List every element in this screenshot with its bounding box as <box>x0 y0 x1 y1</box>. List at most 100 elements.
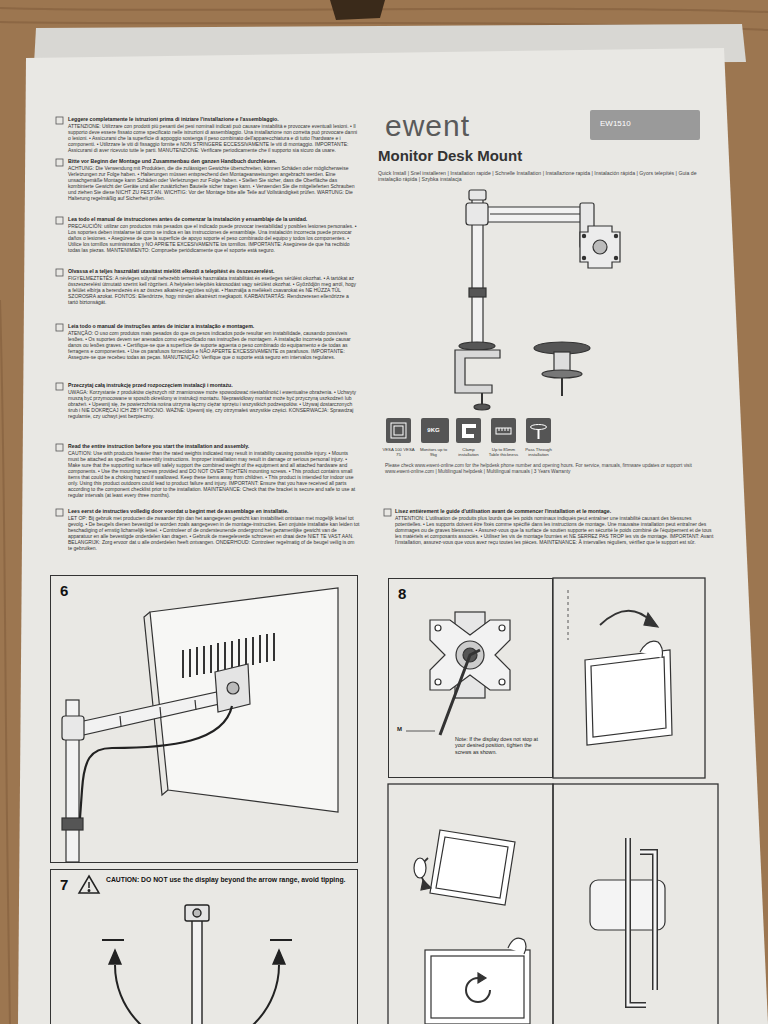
icon-caption: VESA 100 VESA 75 <box>382 447 415 457</box>
grommet-glyph <box>531 425 547 430</box>
monitor <box>425 950 530 1024</box>
rotate-panel <box>388 784 553 1024</box>
tilt-panel <box>553 578 705 778</box>
vesa-plate <box>185 905 209 921</box>
hole <box>582 234 585 237</box>
section-icon <box>56 383 63 390</box>
body-text: UWAGA: Korzystanie z produktów cięższych… <box>68 389 360 419</box>
arrowhead <box>273 950 285 964</box>
arm <box>79 690 228 736</box>
clamp-glyph <box>462 424 476 438</box>
caution-text: CAUTION: DO NOT use the display beyond t… <box>106 876 346 884</box>
body-text: PRECAUCIÓN: utilizar con productos más p… <box>68 223 360 253</box>
hex-key <box>640 852 655 990</box>
step-number: 8 <box>398 585 418 603</box>
step-panel: 6 <box>50 575 358 863</box>
section-icon <box>56 217 63 224</box>
section-heading: Lisez entièrement le guide d'utilisation… <box>395 508 715 514</box>
hole <box>582 256 585 259</box>
part-letter: M <box>397 726 409 733</box>
section-heading: Olvassa el a teljes használati utasítást… <box>68 268 360 274</box>
screen <box>431 956 524 1018</box>
body-text: ATENÇÃO: O uso com produtos mais pesados… <box>68 330 360 360</box>
screen <box>591 657 666 737</box>
section-heading: Read the entire instruction before you s… <box>68 443 360 449</box>
cable <box>80 706 232 818</box>
tools-figure <box>590 838 665 1005</box>
rotation-arc <box>115 965 279 1024</box>
plate-joint <box>193 909 201 917</box>
wood-grain <box>0 8 768 12</box>
wood-grain <box>0 300 10 1024</box>
body-text: ACHTUNG: Die Verwendung mit Produkten, d… <box>68 165 360 201</box>
clamp-knob <box>474 404 490 410</box>
arm-line <box>490 213 580 214</box>
pass-through-icon <box>526 418 551 443</box>
plate-joint <box>593 240 607 254</box>
step-panel: 7 CAUTION: DO NOT use the display beyond … <box>50 869 358 1024</box>
brand-logo: ewent <box>385 108 555 144</box>
section-heading: Lea todo el manual de instrucciones ante… <box>68 216 360 222</box>
plate-joint <box>227 682 239 694</box>
vesa-icon <box>386 418 411 443</box>
hex-key <box>440 650 480 735</box>
vesa-plate <box>215 664 250 712</box>
step-number: 7 <box>60 876 80 894</box>
product-title: Monitor Desk Mount <box>378 147 678 165</box>
paper-sheet <box>18 48 768 1024</box>
vesa-glyph <box>394 426 403 435</box>
icon-caption: Monitors up to 9kg <box>417 447 450 457</box>
vesa-glyph <box>391 423 406 438</box>
section-heading: Lees eerst de instructies volledig door … <box>68 508 360 514</box>
model-number: EW1510 <box>600 119 690 129</box>
wood-grain <box>0 8 768 1024</box>
weight-icon: 9KG <box>421 418 449 443</box>
base-disk <box>459 342 495 350</box>
hole <box>435 625 441 631</box>
grommet-plate <box>542 370 582 378</box>
clamp-screw <box>481 393 483 405</box>
body-text: ATTENZIONE: Utilizzare con prodotti più … <box>68 123 360 153</box>
step6-figure <box>62 588 338 862</box>
dashed-divider <box>568 590 569 640</box>
grommet-glyph <box>538 429 540 439</box>
tools-panel <box>553 784 718 1024</box>
section-heading: Przeczytaj całą instrukcję przed rozpocz… <box>68 382 360 388</box>
cable-clip <box>62 818 83 830</box>
hex-key <box>628 838 646 1005</box>
section-heading: Leggere completamente le istruzioni prim… <box>68 116 360 122</box>
hand <box>508 938 526 954</box>
leader-line <box>406 731 435 732</box>
rotate-figure <box>414 830 530 1024</box>
section-icon <box>56 117 63 124</box>
arm <box>483 207 588 222</box>
monitor <box>430 830 515 905</box>
section-icons <box>56 117 391 516</box>
arrowhead <box>644 613 658 627</box>
icon-caption: Pass Through installation <box>522 447 555 457</box>
note-text: Note: If the display does not stop at yo… <box>455 736 549 755</box>
arm-joint <box>466 203 488 225</box>
caution-mark <box>88 882 90 888</box>
hole <box>499 679 505 685</box>
grommet-bolt <box>561 378 563 396</box>
section-icon <box>56 324 63 331</box>
section-icon <box>56 444 63 451</box>
model-tag: EW1510 <box>590 110 700 140</box>
hand <box>414 858 426 878</box>
caution-triangle <box>79 876 99 893</box>
step-number: 6 <box>60 582 80 600</box>
step-panels <box>388 578 718 1024</box>
arrowhead <box>109 950 121 964</box>
monitor <box>585 650 672 745</box>
body-text: LET OP: Bij gebruik met producten die zw… <box>68 515 360 551</box>
ruler-glyph <box>496 428 511 434</box>
desk-clamp <box>455 350 500 393</box>
hole <box>435 679 441 685</box>
body-text: ATTENTION: L'utilisation de produits plu… <box>395 515 715 545</box>
section-icon <box>56 159 63 166</box>
icon-caption: Up to 85mm Table thickness <box>487 447 520 457</box>
hex-key <box>628 838 646 1005</box>
hole <box>499 625 505 631</box>
